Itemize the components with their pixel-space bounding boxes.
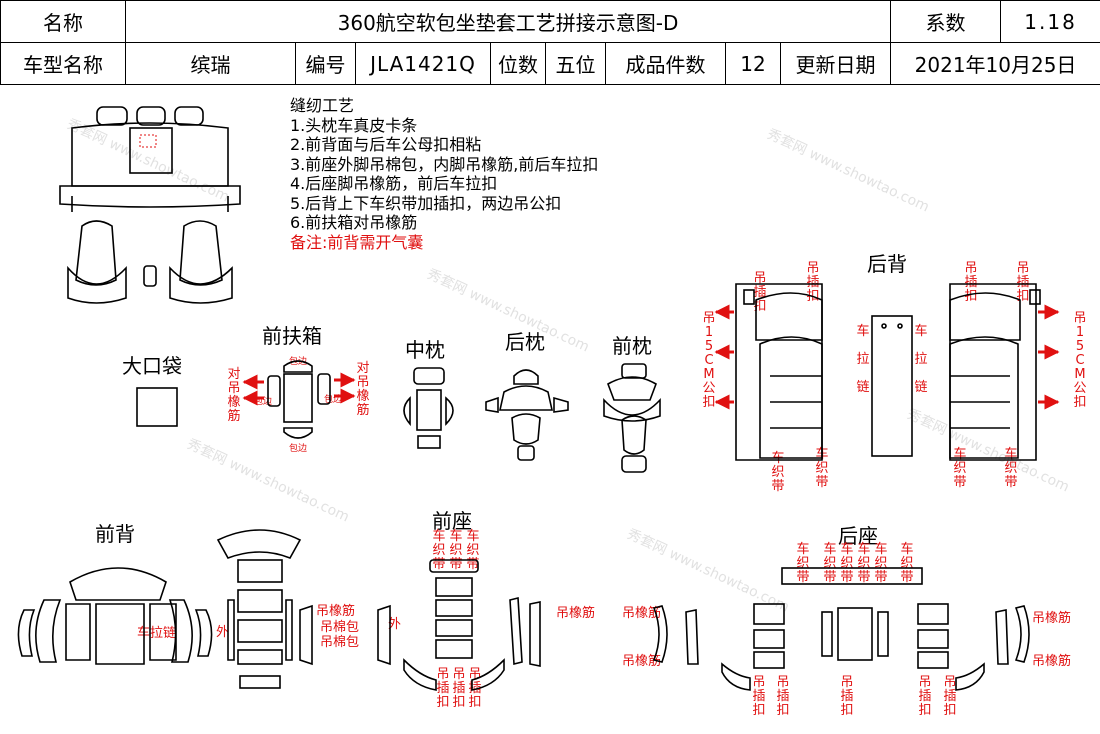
ann-hang-elastic: 吊橡筋	[1032, 654, 1072, 669]
ann-strap: 车织带	[432, 529, 446, 572]
note-item: 6.前扶箱对吊橡筋	[290, 213, 418, 232]
ann-edge-top: 包边	[289, 357, 308, 367]
ann-hang-15cm-right: 吊15CM公扣	[1073, 311, 1087, 410]
coef-label: 系数	[890, 0, 1002, 43]
page-title: 360航空软包坐垫套工艺拼接示意图-D	[124, 0, 892, 43]
ann-hang-elastic: 吊橡筋	[1032, 611, 1072, 626]
ann-hang-cotton: 吊棉包	[320, 620, 360, 635]
ann-hang-insert: 吊插扣	[452, 667, 466, 710]
rear-seat-pieces	[652, 567, 1030, 691]
label-front-armrest: 前扶箱	[262, 324, 322, 348]
label-front-pillow: 前枕	[612, 334, 652, 358]
ann-hang-insert: 吊插扣	[806, 261, 820, 304]
notes-remark: 备注:前背需开气囊	[290, 232, 424, 252]
sewing-notes: 缝纫工艺 1.头枕车真皮卡条 2.前背面与后车公母扣相粘 3.前座外脚吊棉包，内…	[290, 96, 598, 252]
pieces-value: 12	[725, 42, 781, 85]
ann-hang-elastic-left: 对吊橡筋	[227, 367, 241, 424]
ann-strap: 车织带	[874, 542, 888, 585]
ann-strap: 车织带	[796, 542, 810, 585]
label-big-pocket: 大口袋	[122, 354, 182, 378]
note-item: 5.后背上下车织带加插扣，两边吊公扣	[290, 193, 562, 213]
ann-hang-cotton: 吊棉包	[320, 635, 360, 650]
front-pillow-pieces	[603, 363, 661, 473]
ann-strap: 车织带	[823, 542, 837, 585]
ann-zip-right: 车拉链	[914, 324, 928, 395]
ann-outer: 外	[388, 617, 402, 632]
ann-hang-insert: 吊插扣	[943, 675, 957, 718]
ann-hang-insert: 吊插扣	[964, 261, 978, 304]
ann-hang-insert: 吊插扣	[752, 675, 766, 718]
date-value: 2021年10月25日	[890, 42, 1100, 85]
code-value: JLA1421Q	[355, 42, 491, 85]
ann-hang-insert: 吊插扣	[436, 667, 450, 710]
ann-hang-insert: 吊插扣	[1016, 261, 1030, 304]
label-middle-pillow: 中枕	[405, 338, 445, 362]
rear-back-pieces	[714, 283, 1060, 461]
ann-strap: 车织带	[953, 447, 967, 490]
model-label: 车型名称	[0, 42, 126, 85]
front-back-pieces	[17, 529, 391, 689]
ann-edge-left: 包边	[254, 397, 273, 407]
ann-hang-elastic: 吊橡筋	[316, 604, 356, 619]
model-value: 缤瑞	[125, 42, 296, 85]
middle-pillow-pieces	[403, 367, 454, 449]
pocket-panel	[136, 387, 178, 427]
ann-outer: 外	[216, 625, 230, 640]
date-label: 更新日期	[779, 42, 892, 85]
label-rear-back: 后背	[867, 252, 907, 276]
ann-strap: 车织带	[771, 451, 785, 494]
ann-hang-elastic: 吊橡筋	[622, 654, 662, 669]
label-rear-pillow: 后枕	[505, 330, 545, 354]
ann-hang-elastic: 吊橡筋	[622, 606, 662, 621]
ann-zip-left: 车拉链	[856, 324, 870, 395]
code-label: 编号	[295, 42, 356, 85]
rear-pillow-pieces	[485, 369, 569, 461]
notes-title: 缝纫工艺	[290, 96, 355, 115]
note-item: 4.后座脚吊橡筋，前后车拉扣	[290, 174, 498, 193]
ann-hang-insert: 吊插扣	[918, 675, 932, 718]
front-seat-pieces	[403, 559, 541, 691]
seats-value: 五位	[545, 42, 606, 85]
ann-hang-insert: 吊插扣	[840, 675, 854, 718]
label-front-seat: 前座	[432, 509, 472, 533]
label-front-back: 前背	[95, 522, 135, 546]
ann-hang-insert: 吊插扣	[776, 675, 790, 718]
ann-edge-bottom: 包边	[289, 444, 308, 454]
ann-strap: 车织带	[900, 542, 914, 585]
header-table: 名称 360航空软包坐垫套工艺拼接示意图-D 系数 1.18 车型名称 缤瑞 编…	[0, 0, 1100, 85]
name-label: 名称	[0, 0, 126, 43]
overview-seats	[59, 106, 241, 304]
ann-front-back-zip: 车拉链	[137, 626, 177, 641]
seats-label: 位数	[490, 42, 546, 85]
ann-hang-15cm-left: 吊15CM公扣	[702, 311, 716, 410]
ann-strap: 车织带	[840, 542, 854, 585]
ann-strap: 车织带	[449, 529, 463, 572]
label-rear-seat: 后座	[838, 524, 878, 548]
armrest-pieces	[242, 360, 356, 439]
note-item: 1.头枕车真皮卡条	[290, 115, 418, 135]
pieces-label: 成品件数	[605, 42, 726, 85]
ann-strap: 车织带	[857, 542, 871, 585]
ann-edge-right: 包边	[324, 395, 343, 405]
ann-hang-elastic-right: 对吊橡筋	[356, 361, 370, 418]
ann-hang-elastic: 吊橡筋	[556, 606, 596, 621]
note-item: 2.前背面与后车公母扣相粘	[290, 135, 482, 154]
note-item: 3.前座外脚吊棉包，内脚吊橡筋,前后车拉扣	[290, 154, 599, 174]
